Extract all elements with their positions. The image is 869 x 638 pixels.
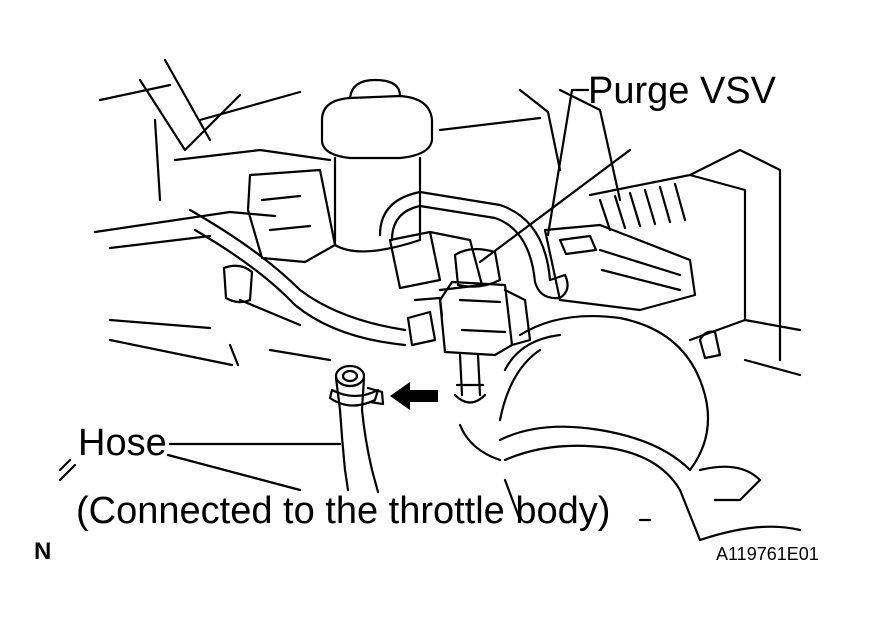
figure-id: A119761E01 [716,544,819,564]
left-bracket [222,168,337,304]
throttle-body-top [543,148,802,377]
purge-vsv-label: Purge VSV [588,70,776,112]
leader-lines [166,88,652,522]
vsv-outlet-nipple [453,353,487,404]
reservoir [320,78,434,253]
hose-label: Hose [78,422,167,464]
north-marker: N [34,538,52,565]
hose [328,364,385,494]
purge-vsv-body [388,230,532,357]
hose-note-label: (Connected to the throttle body) [76,490,611,532]
engine-bay-background [58,58,622,482]
arrow-left-icon [390,382,438,410]
intake-duct [458,314,802,542]
long-pipe [188,208,407,347]
